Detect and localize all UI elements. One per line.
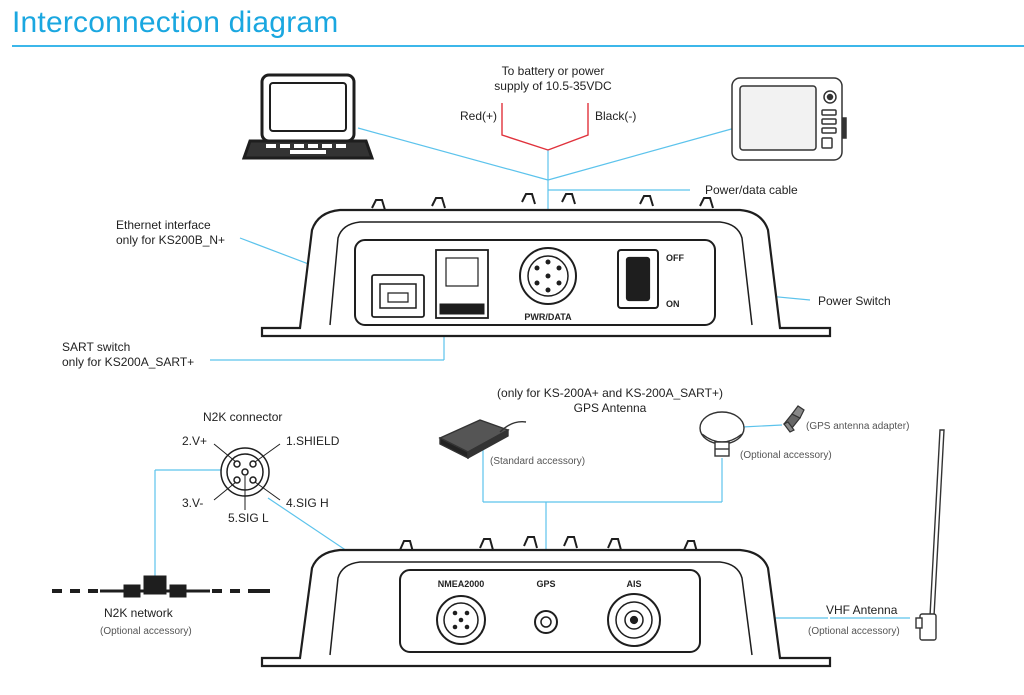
n2k-connector-icon: [213, 443, 281, 510]
sart-line-2: only for KS200A_SART+: [62, 355, 195, 369]
power-source-line-2: supply of 10.5-35VDC: [494, 79, 612, 93]
pin-v-plus-label: 2.V+: [182, 434, 208, 448]
power-source-line-1: To battery or power: [501, 64, 605, 78]
display-cable-line: [547, 127, 736, 181]
title-divider: [12, 45, 1024, 47]
vhf-optional-label: (Optional accessory): [808, 626, 900, 637]
chartplotter-icon: [731, 77, 847, 161]
power-cable-label: Power/data cable: [705, 183, 798, 197]
pin-sig-l-label: 5.SIG L: [228, 511, 269, 525]
on-label: ON: [666, 299, 680, 309]
gps-header-line-1: (only for KS-200A+ and KS-200A_SART+): [497, 386, 723, 400]
sart-line-1: SART switch: [62, 340, 131, 354]
vhf-antenna-label: VHF Antenna: [826, 603, 898, 617]
laptop-cable-line: [357, 127, 549, 181]
ethernet-line-1: Ethernet interface: [116, 218, 211, 232]
nmea2000-label: NMEA2000: [438, 579, 485, 589]
red-wire: [501, 103, 549, 151]
sart-switch-label: SART switch only for KS200A_SART+: [62, 340, 194, 370]
pin-v-minus-label: 3.V-: [182, 496, 204, 510]
black-wire-label: Black(-): [595, 109, 637, 123]
top-unit: [260, 193, 832, 338]
power-source-label: To battery or power supply of 10.5-35VDC: [478, 64, 628, 94]
ais-port-label: AIS: [626, 579, 641, 589]
red-wire-label: Red(+): [460, 109, 498, 123]
ethernet-line-2: only for KS200B_N+: [116, 233, 226, 247]
gps-antenna-header: (only for KS-200A+ and KS-200A_SART+) GP…: [480, 386, 740, 416]
off-label: OFF: [666, 253, 684, 263]
n2k-network-icon: [52, 575, 270, 598]
ethernet-label: Ethernet interface only for KS200B_N+: [116, 218, 225, 248]
gps-mushroom-antenna-icon: [699, 411, 745, 457]
optional-accessory-label: (Optional accessory): [740, 450, 832, 461]
bottom-unit: [260, 536, 832, 668]
pwr-data-label: PWR/DATA: [524, 312, 572, 322]
n2k-network-label: N2K network: [104, 606, 173, 620]
top-unit-fins: [371, 193, 714, 211]
laptop-icon: [241, 73, 375, 160]
gps-adapter-icon: [783, 405, 805, 433]
n2k-connector-label: N2K connector: [203, 410, 283, 424]
vhf-antenna-icon: [915, 429, 945, 641]
connector-lines: [154, 127, 910, 619]
gps-adapter-label: (GPS antenna adapter): [806, 421, 910, 432]
page-title: Interconnection diagram: [12, 6, 339, 39]
gps-puck-antenna-icon: [438, 419, 527, 460]
power-wires: [501, 103, 589, 151]
pin-sig-h-label: 4.SIG H: [286, 496, 329, 510]
adapter-leader: [741, 424, 783, 428]
power-switch-label: Power Switch: [818, 294, 891, 308]
standard-accessory-label: (Standard accessory): [490, 456, 586, 467]
black-wire: [547, 103, 589, 151]
gps-header-line-2: GPS Antenna: [573, 401, 647, 415]
pin-shield-label: 1.SHIELD: [286, 434, 340, 448]
n2k-optional-label: (Optional accessory): [100, 626, 192, 637]
gps-port-label: GPS: [536, 579, 555, 589]
